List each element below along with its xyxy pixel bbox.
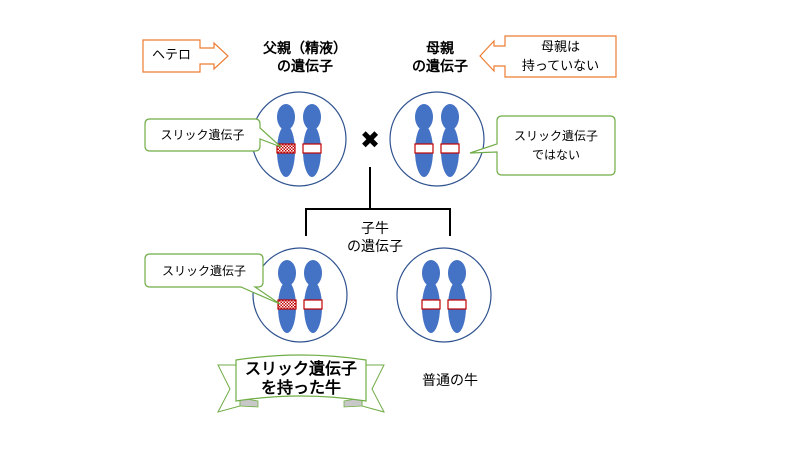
mother-genes-title-line1: 母親 (426, 41, 454, 57)
slick-calf-result-line2: を持った牛 (260, 378, 341, 397)
chromosome-short-arm (448, 260, 466, 286)
mother-not-slick-line2: ではない (531, 148, 580, 162)
father-genes-title-line2: の遺伝子 (277, 59, 333, 75)
chromosome (277, 260, 297, 333)
normal-gene-band (447, 299, 467, 310)
calf-genes-title-line1: 子牛 (361, 221, 389, 237)
mother-not-slick-line1: スリック遺伝子 (513, 129, 598, 143)
calf-genes-title-line2: の遺伝子 (347, 239, 403, 255)
chromosome (440, 104, 460, 177)
mother-genes-title-line2: の遺伝子 (412, 59, 468, 75)
normal-gene-band (303, 299, 323, 310)
mother-none-line2: 持っていない (521, 59, 600, 74)
mother-genes-title: 母親 の遺伝子 (405, 40, 475, 76)
calf-slick-callout (144, 253, 281, 305)
cross-symbol: ✖ (359, 126, 381, 154)
chromosome-short-arm (277, 104, 295, 130)
father-slick-label: スリック遺伝子 (160, 128, 245, 142)
hetero-label: ヘテロ (151, 48, 191, 63)
chromosome (303, 260, 323, 333)
father-slick-callout (144, 118, 282, 152)
chromosome (447, 260, 467, 333)
calf-normal-cell-circle (396, 247, 492, 343)
father-genes-title: 父親（精液） の遺伝子 (240, 40, 370, 76)
normal-gene-band (302, 143, 322, 154)
mother-none-line1: 母親は (540, 40, 580, 55)
slick-calf-ribbon (217, 354, 385, 413)
slick-calf-result-line1: スリック遺伝子 (244, 359, 357, 378)
normal-gene-band (440, 143, 460, 154)
slick-gene-band (277, 299, 297, 310)
chromosome-short-arm (304, 260, 322, 286)
chromosome-short-arm (278, 260, 296, 286)
chromosome (302, 104, 322, 177)
chromosome-layer (276, 104, 467, 333)
chromosome-short-arm (303, 104, 321, 130)
mother-not-slick-label: スリック遺伝子 ではない (497, 127, 615, 165)
chromosome-short-arm (415, 104, 433, 130)
normal-calf-result: 普通の牛 (422, 373, 478, 389)
pedigree-connector (305, 167, 451, 236)
chromosome (414, 104, 434, 177)
mother-not-slick-callout (469, 115, 616, 176)
mother-none-arrow-callout (479, 35, 617, 78)
chromosome-short-arm (422, 260, 440, 286)
hetero-arrow-callout (142, 39, 229, 73)
normal-gene-band (414, 143, 434, 154)
calf-slick-cell-circle (252, 247, 348, 343)
father-genes-title-line1: 父親（精液） (263, 41, 347, 57)
mother-cell-circle (389, 91, 485, 187)
chromosome (276, 104, 296, 177)
slick-calf-result: スリック遺伝子 を持った牛 (236, 359, 366, 397)
calf-genes-title: 子牛 の遺伝子 (340, 220, 410, 256)
chromosome (421, 260, 441, 333)
slick-gene-band (276, 143, 296, 154)
mother-none-label: 母親は 持っていない (505, 38, 616, 76)
chromosome-short-arm (441, 104, 459, 130)
calf-slick-label: スリック遺伝子 (161, 264, 246, 278)
normal-gene-band (421, 299, 441, 310)
